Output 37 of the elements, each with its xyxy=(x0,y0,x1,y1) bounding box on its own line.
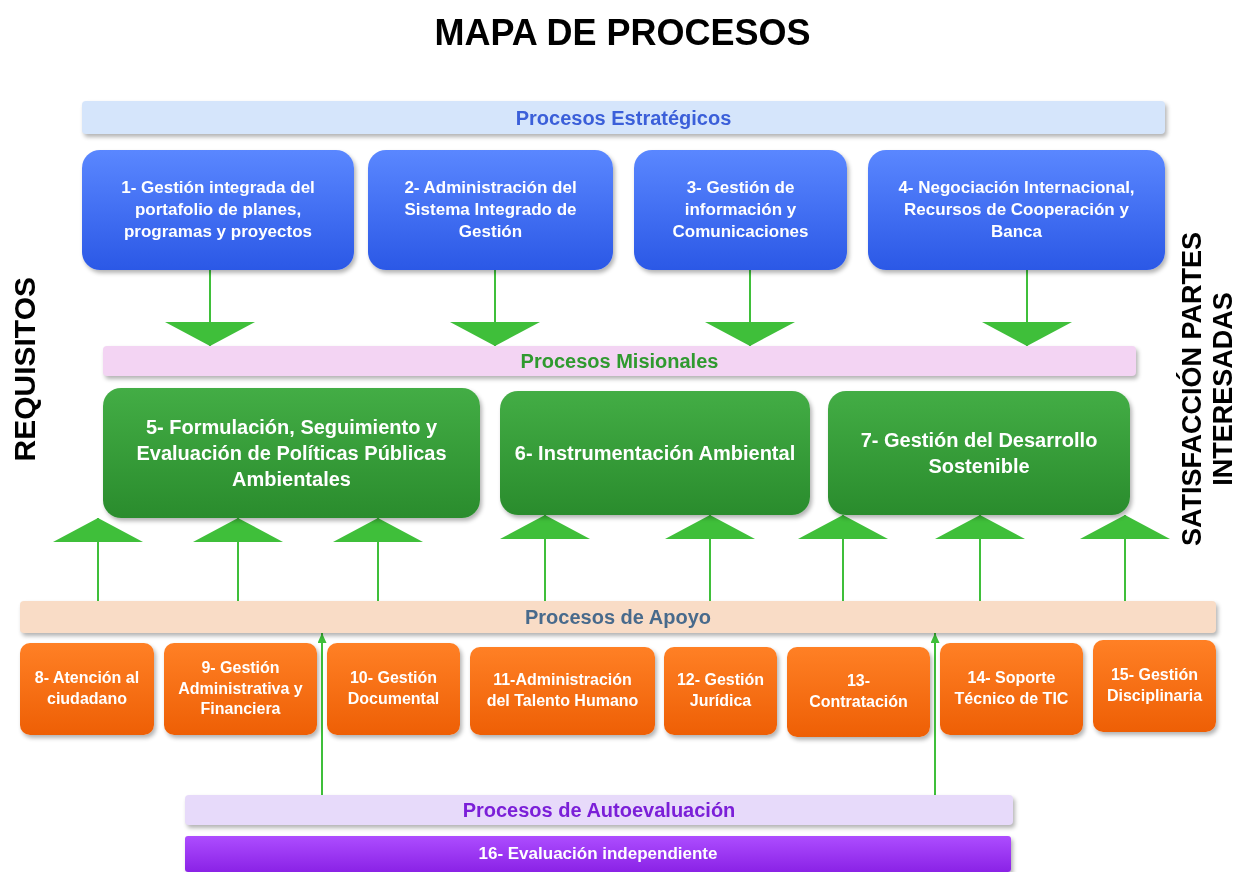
arrow xyxy=(930,632,940,796)
arrow xyxy=(935,514,1025,602)
side-label: SATISFACCIÓN PARTES INTERESADAS xyxy=(1176,230,1239,548)
section-header: Procesos Estratégicos xyxy=(82,101,1165,134)
section-header: Procesos de Apoyo xyxy=(20,601,1216,633)
process-box: 12- Gestión Jurídica xyxy=(664,647,777,735)
process-box: 9- Gestión Administrativa y Financiera xyxy=(164,643,317,735)
process-box: 3- Gestión de información y Comunicaciones xyxy=(634,150,847,270)
arrow xyxy=(333,517,423,602)
arrow xyxy=(165,269,255,347)
section-header: Procesos de Autoevaluación xyxy=(185,795,1013,825)
process-box: 8- Atención al ciudadano xyxy=(20,643,154,735)
arrow xyxy=(450,269,540,347)
process-bar: 16- Evaluación independiente xyxy=(185,836,1011,872)
arrow xyxy=(193,517,283,602)
arrow xyxy=(798,514,888,602)
arrow xyxy=(53,517,143,602)
process-box: 7- Gestión del Desarrollo Sostenible xyxy=(828,391,1130,515)
arrow xyxy=(500,514,590,602)
process-box: 1- Gestión integrada del portafolio de planes, programas y proyectos xyxy=(82,150,354,270)
process-box: 14- Soporte Técnico de TIC xyxy=(940,643,1083,735)
arrow xyxy=(982,269,1072,347)
diagram-title: MAPA DE PROCESOS xyxy=(433,12,812,54)
process-box: 13- Contratación xyxy=(787,647,930,737)
process-box: 6- Instrumentación Ambiental xyxy=(500,391,810,515)
process-box: 11-Administración del Talento Humano xyxy=(470,647,655,735)
arrow xyxy=(665,514,755,602)
arrow xyxy=(705,269,795,347)
section-header: Procesos Misionales xyxy=(103,346,1136,376)
process-box: 4- Negociación Internacional, Recursos de Cooperación y Banca xyxy=(868,150,1165,270)
side-label: REQUISITOS xyxy=(7,276,42,464)
arrow xyxy=(317,632,327,796)
process-box: 15- Gestión Disciplinaria xyxy=(1093,640,1216,732)
arrow xyxy=(1080,514,1170,602)
process-box: 5- Formulación, Seguimiento y Evaluación de Políticas Públicas Ambientales xyxy=(103,388,480,518)
process-box: 10- Gestión Documental xyxy=(327,643,460,735)
process-box: 2- Administración del Sistema Integrado de Gestión xyxy=(368,150,613,270)
